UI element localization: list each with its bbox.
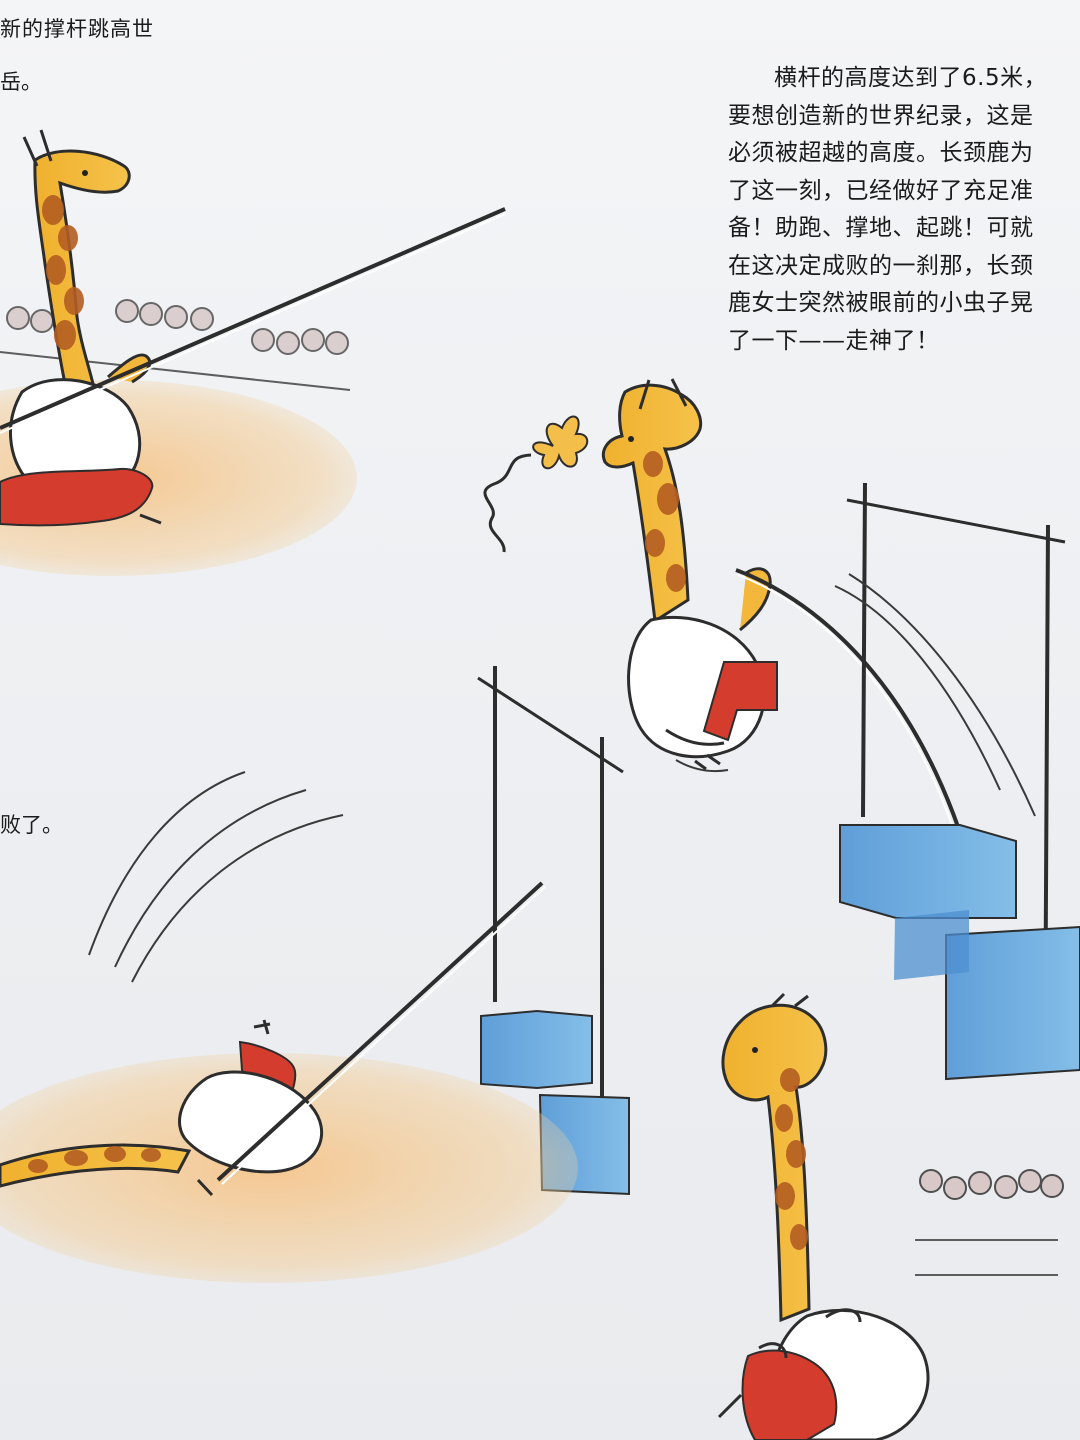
- story-line-5: 备！助跑、撑地、起跳！可就: [728, 215, 1034, 241]
- story-text: 横杆的高度达到了6.5米， 要想创造新的世界纪录，这是 必须被超越的高度。长颈鹿…: [728, 60, 1064, 360]
- motion-lines: [88, 573, 1036, 983]
- left-mid-text: 败了。: [0, 813, 63, 837]
- story-line-3: 必须被超越的高度。长颈鹿为: [728, 140, 1034, 166]
- giraffe-standing: [717, 992, 930, 1440]
- giraffe-running: [0, 129, 506, 527]
- story-line-1: 横杆的高度达到了6.5米，: [774, 65, 1048, 91]
- story-line-7: 鹿女士突然被眼前的小虫子晃: [728, 290, 1034, 316]
- top-line-2: 岳。: [0, 70, 42, 94]
- crowd-icon: [0, 299, 351, 391]
- giraffe-jumping: [601, 378, 985, 916]
- butterfly-icon: [483, 415, 589, 553]
- story-line-2: 要想创造新的世界纪录，这是: [728, 102, 1034, 129]
- top-line-1: 新的撑杆跳高世: [0, 17, 154, 41]
- giraffe-crashed: [0, 881, 546, 1197]
- story-line-8: 了一下——走神了！: [728, 327, 940, 354]
- landing-mat-icon: [839, 824, 1080, 1081]
- story-line-6: 在这决定成败的一刹那，长颈: [728, 252, 1034, 279]
- story-line-4: 了这一刻，已经做好了充足准: [728, 177, 1034, 204]
- crowd-bottom-right: [915, 1169, 1064, 1276]
